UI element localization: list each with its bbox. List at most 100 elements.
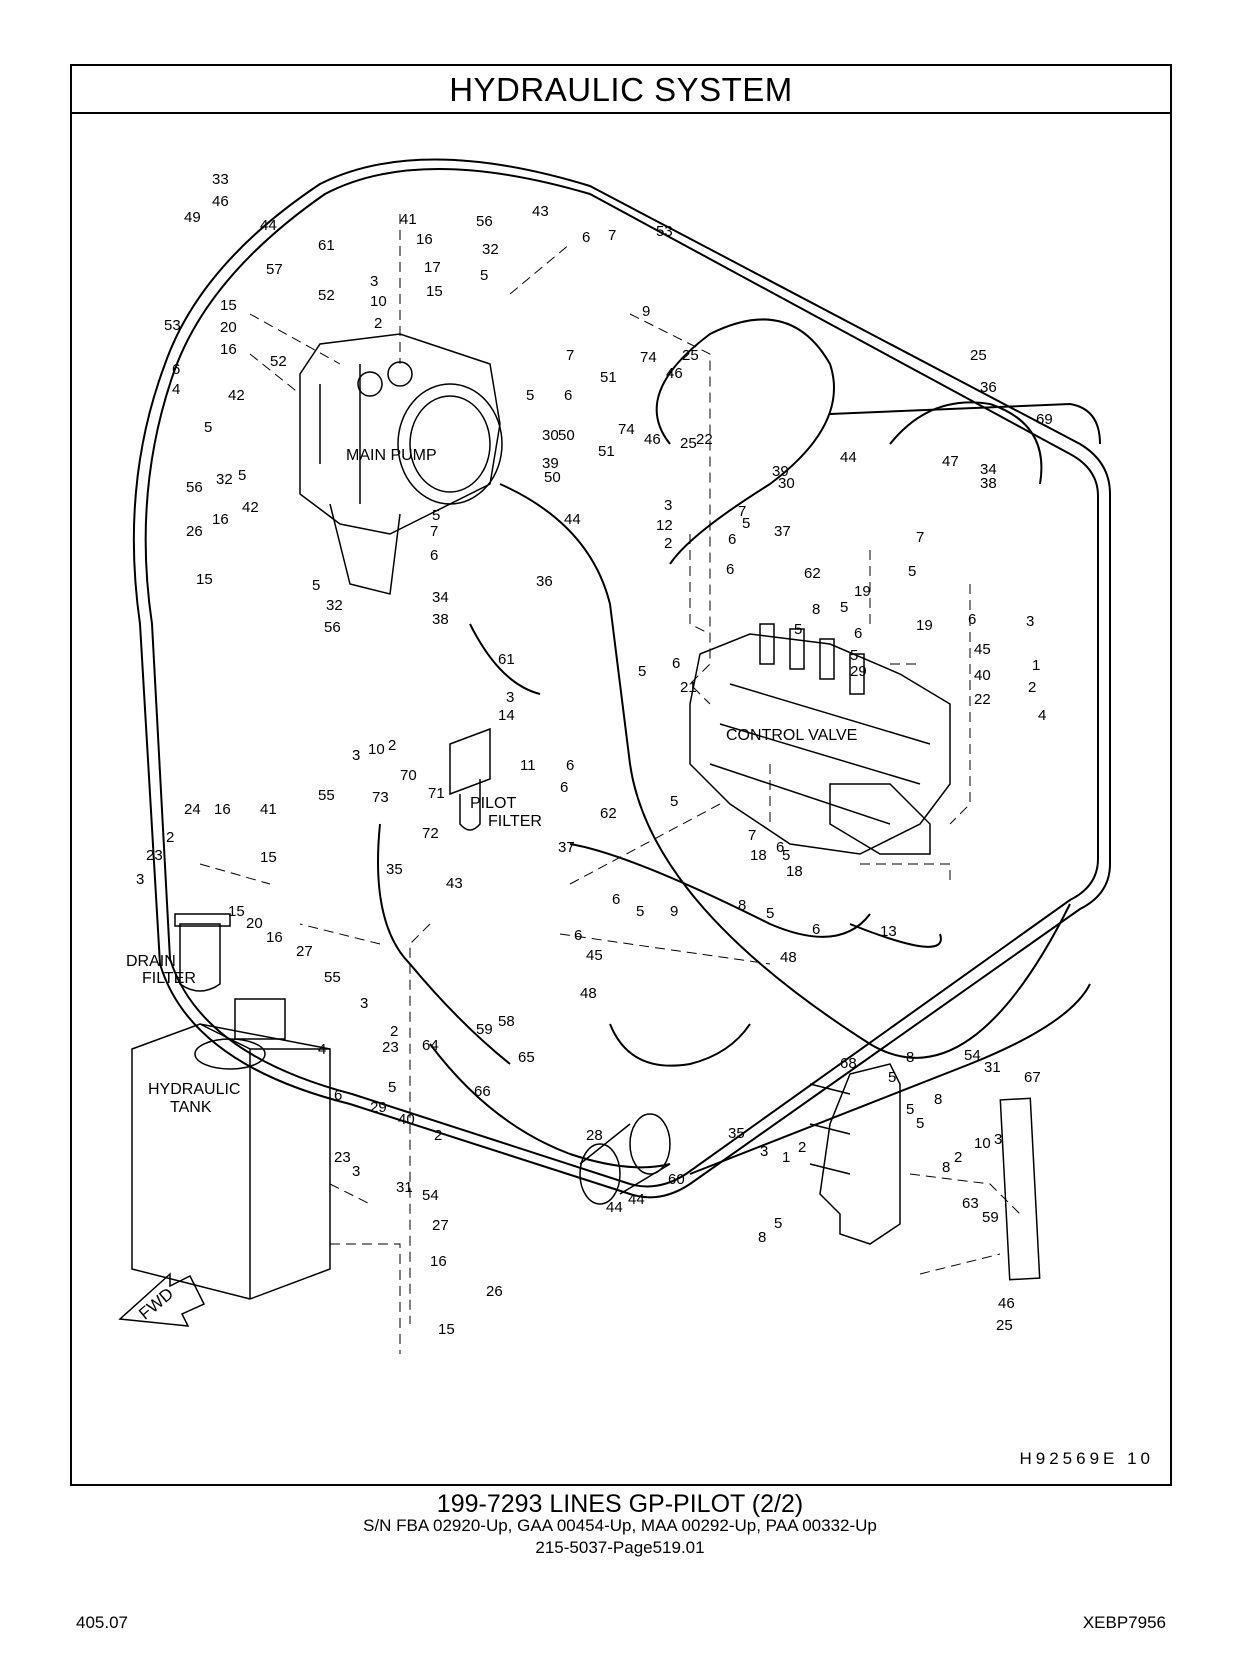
part-callout: 5	[388, 1079, 396, 1096]
part-callout: 5	[670, 793, 678, 810]
part-callout: 23	[146, 847, 163, 864]
part-callout: 7	[608, 227, 616, 244]
part-callout: 66	[474, 1083, 491, 1100]
part-callout: 5	[480, 267, 488, 284]
part-callout: 55	[324, 969, 341, 986]
part-callout: 44	[260, 217, 277, 234]
part-callout: 1	[1032, 657, 1040, 674]
part-callout: 58	[498, 1013, 515, 1030]
part-callout: 39	[772, 463, 789, 480]
part-callout: 50	[558, 427, 575, 444]
part-callout: 26	[186, 523, 203, 540]
part-callout: 18	[786, 863, 803, 880]
part-callout: 5	[432, 507, 440, 524]
part-callout: 25	[682, 347, 699, 364]
part-callout: 68	[840, 1055, 857, 1072]
part-callout: 2	[954, 1149, 962, 1166]
part-callout: 44	[606, 1199, 623, 1216]
pilot-hose-c	[889, 401, 1043, 485]
part-callout: 25	[970, 347, 987, 364]
hydraulic-tank	[131, 998, 331, 1300]
part-callout: 6	[574, 927, 582, 944]
part-callout: 49	[184, 209, 201, 226]
part-callout: 43	[446, 875, 463, 892]
part-callout: 5	[850, 647, 858, 664]
drawing-number: H92569E 10	[1019, 1449, 1154, 1468]
part-callout: 5	[204, 419, 212, 436]
part-callout: 5	[312, 577, 320, 594]
part-callout: 8	[758, 1229, 766, 1246]
part-callout: 21	[680, 679, 697, 696]
part-callout: 41	[260, 801, 277, 818]
pilot-hose-h	[849, 923, 942, 948]
part-callout: 42	[242, 499, 259, 516]
part-callout: 5	[742, 515, 750, 532]
hose-to-tank	[429, 1043, 671, 1169]
part-callout: 6	[612, 891, 620, 908]
suction-tube	[579, 1113, 671, 1205]
part-callout: 29	[850, 663, 867, 680]
part-callout: 5	[636, 903, 644, 920]
part-callout: 3	[1026, 613, 1034, 630]
control-valve	[689, 623, 951, 855]
part-callout: 53	[656, 223, 673, 240]
part-callout: 3	[506, 689, 514, 706]
part-callout: 23	[382, 1039, 399, 1056]
part-callout: 15	[228, 903, 245, 920]
part-callout: 65	[518, 1049, 535, 1066]
part-callout: 33	[212, 171, 229, 188]
part-callout: 70	[400, 767, 417, 784]
part-callout: 29	[370, 1099, 387, 1116]
part-callout: 31	[396, 1179, 413, 1196]
part-callout: 8	[934, 1091, 942, 1108]
part-callout: 4	[1038, 707, 1046, 724]
part-callout: 23	[334, 1149, 351, 1166]
part-callout: 6	[430, 547, 438, 564]
part-callout: 2	[390, 1023, 398, 1040]
part-callout: 3	[352, 1163, 360, 1180]
part-callout: 8	[738, 897, 746, 914]
part-callout: 5	[782, 847, 790, 864]
part-callout: 2	[664, 535, 672, 552]
drain-filter	[174, 913, 231, 992]
part-callout: 73	[372, 789, 389, 806]
part-callout: 36	[536, 573, 553, 590]
pilot-line-inner	[499, 483, 1071, 1059]
part-callout: 3	[370, 273, 378, 290]
pilot-hose-d	[469, 623, 541, 695]
label-drain-filter-2: FILTER	[142, 970, 196, 987]
main-pump	[299, 333, 503, 595]
label-main-pump: MAIN PUMP	[346, 447, 437, 464]
part-callout: 11	[520, 757, 536, 774]
part-callout: 67	[1024, 1069, 1041, 1086]
part-callout: 3	[136, 871, 144, 888]
pilot-line-outer	[132, 158, 1111, 1199]
part-callout: 62	[600, 805, 617, 822]
part-callout: 54	[422, 1187, 439, 1204]
part-callout: 35	[728, 1125, 745, 1142]
part-callout: 6	[334, 1087, 342, 1104]
part-callout: 6	[776, 839, 784, 856]
part-callout: 43	[532, 203, 549, 220]
part-callout: 5	[638, 663, 646, 680]
part-callout: 2	[1028, 679, 1036, 696]
part-callout: 20	[220, 319, 237, 336]
part-callout: 39	[542, 455, 559, 472]
part-callout: 6	[582, 229, 590, 246]
part-callout: 72	[422, 825, 439, 842]
part-callout: 8	[906, 1049, 914, 1066]
drawing-frame: HYDRAULIC SYSTEM	[70, 64, 1172, 1486]
part-callout: 45	[586, 947, 603, 964]
part-callout: 13	[880, 923, 897, 940]
hose-return	[689, 983, 1091, 1175]
part-callout: 69	[1036, 411, 1053, 428]
label-pilot-filter-1: PILOT	[470, 795, 516, 812]
part-callout: 20	[246, 915, 263, 932]
part-callout: 5	[908, 563, 916, 580]
part-callout: 48	[780, 949, 797, 966]
part-callout: 53	[164, 317, 181, 334]
part-callout: 48	[580, 985, 597, 1002]
part-callout: 6	[566, 757, 574, 774]
part-callout: 41	[400, 211, 417, 228]
